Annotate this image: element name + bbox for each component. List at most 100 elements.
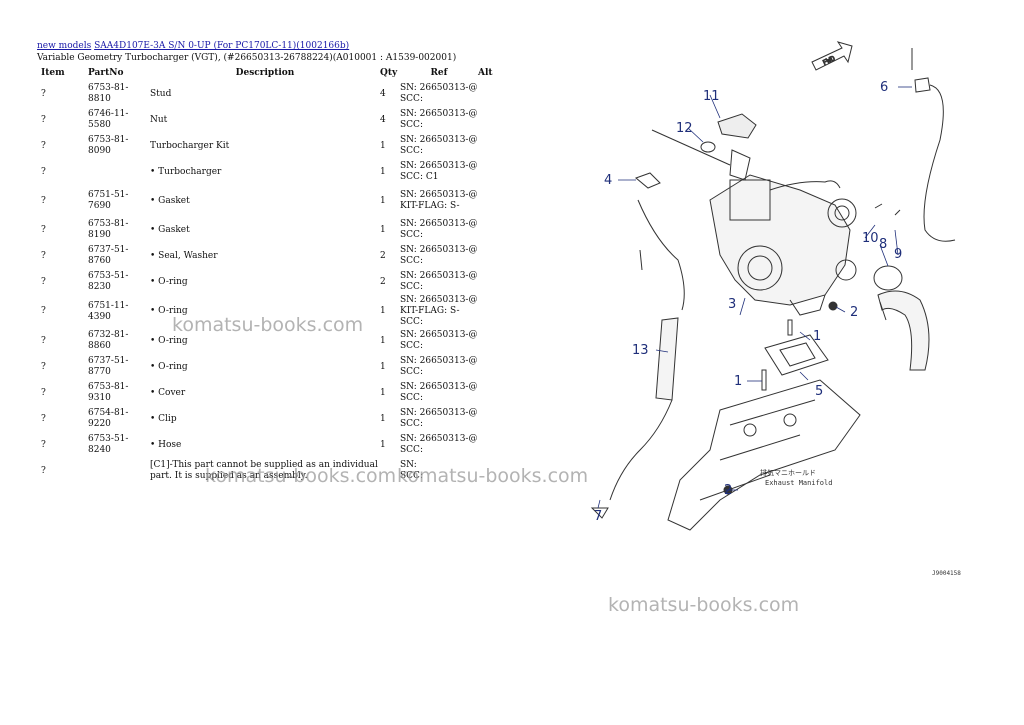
ref-line: SCC:: [400, 94, 423, 104]
description-cell: • Turbocharger: [150, 166, 222, 177]
fwd-arrow-icon: FWD: [811, 41, 853, 71]
item-cell: ?: [41, 250, 46, 261]
ref-line: SCC:: [400, 393, 423, 403]
description-cell: • Seal, Washer: [150, 250, 218, 261]
callout-4: 4: [604, 173, 612, 188]
table-header-row: Item PartNo Description Qty Ref Alt: [33, 65, 498, 81]
gasket-part: [764, 334, 829, 376]
qty-cell: 1: [380, 195, 386, 206]
qty-cell: 1: [380, 387, 386, 398]
alt-cell: [478, 380, 498, 406]
model-link[interactable]: SAA4D107E-3A S/N 0-UP (For PC170LC-11)(1…: [94, 41, 350, 51]
partno-cell: 6753-51-8230: [88, 271, 129, 292]
item-cell: ?: [41, 276, 46, 287]
qty-cell: 4: [380, 114, 386, 125]
callout-8: 8: [879, 237, 887, 252]
ref-line: SN: 26650313-@: [400, 330, 478, 340]
alt-cell: [478, 406, 498, 432]
alt-cell: [478, 107, 498, 133]
ref-line: SN: 26650313-@: [400, 219, 478, 229]
description-cell: • O-ring: [150, 276, 188, 287]
callout-3: 3: [728, 297, 736, 312]
partno-cell: 6751-51-7690: [88, 190, 129, 211]
ref-line: SN:: [400, 460, 417, 470]
description-cell: • Clip: [150, 413, 177, 424]
nut-part: [828, 301, 838, 311]
description-cell: • Gasket: [150, 224, 190, 235]
description-cell: [C1]-This part cannot be supplied as an …: [150, 460, 378, 481]
gasket-part: [635, 172, 661, 189]
ref-cell: SN: 26650313-@KIT-FLAG: S-SCC:: [400, 295, 478, 328]
item-cell: ?: [41, 335, 46, 346]
ref-line: SCC:: [400, 256, 423, 266]
ref-cell: SN: 26650313-@SCC:: [400, 269, 478, 295]
ref-line: SCC:: [400, 146, 423, 156]
figure-code: J9004158: [932, 570, 961, 577]
description-cell: • Gasket: [150, 195, 190, 206]
watermark: komatsu-books.com: [397, 465, 589, 487]
ref-line: KIT-FLAG: S-: [400, 201, 460, 211]
ref-cell: SN: 26650313-@SCC:: [400, 354, 478, 380]
callout-9: 9: [894, 247, 902, 262]
item-cell: ?: [41, 88, 46, 99]
alt-cell: [478, 354, 498, 380]
callout-6: 6: [880, 80, 888, 95]
partno-cell: 6737-51-8770: [88, 356, 129, 377]
callout-12: 12: [676, 121, 693, 136]
cover-part: [717, 113, 757, 139]
partno-cell: 6737-51-8760: [88, 245, 129, 266]
callout-5: 5: [815, 384, 823, 399]
item-cell: ?: [41, 224, 46, 235]
ref-cell: SN: 26650313-@SCC:: [400, 380, 478, 406]
ref-line: SN: 26650313-@: [400, 382, 478, 392]
ref-line: SCC:: [400, 317, 423, 327]
hose-part: [655, 317, 679, 401]
qty-cell: 2: [380, 276, 386, 287]
item-cell: ?: [41, 166, 46, 177]
ref-line: SN: 26650313-@: [400, 190, 478, 200]
description-cell: Nut: [150, 114, 168, 125]
callout-2a: 2: [850, 305, 858, 320]
ref-line: SCC:: [400, 367, 423, 377]
breadcrumb: new models SAA4D107E-3A S/N 0-UP (For PC…: [37, 40, 349, 52]
ref-line: SCC:: [400, 419, 423, 429]
ref-line: SN: 26650313-@: [400, 356, 478, 366]
item-cell: ?: [41, 439, 46, 450]
ref-line: SCC:: [400, 471, 423, 481]
callout-1b: 1: [734, 374, 742, 389]
description-cell: • Hose: [150, 439, 182, 450]
stud-part: [761, 369, 767, 391]
ref-line: SN: 26650313-@: [400, 135, 478, 145]
qty-cell: 4: [380, 88, 386, 99]
partno-cell: 6732-81-8860: [88, 330, 129, 351]
callout-1a: 1: [813, 329, 821, 344]
alt-cell: [478, 432, 498, 458]
qty-cell: 1: [380, 140, 386, 151]
new-models-link[interactable]: new models: [37, 41, 92, 51]
callout-10: 10: [862, 231, 879, 246]
exhaust-manifold-drawing: [667, 379, 861, 531]
alt-cell: [478, 159, 498, 185]
stud-part: [787, 319, 793, 336]
ref-line: SN: 26650313-@: [400, 408, 478, 418]
description-cell: • O-ring: [150, 335, 188, 346]
ref-cell: SN: 26650313-@SCC:: [400, 432, 478, 458]
partno-cell: 6753-51-8240: [88, 434, 129, 455]
ref-cell: SN: 26650313-@SCC:: [400, 328, 478, 354]
description-cell: Stud: [150, 88, 172, 99]
ref-line: SN: 26650313-@: [400, 295, 478, 305]
qty-cell: 1: [380, 413, 386, 424]
alt-cell: [478, 295, 498, 328]
ref-line: SCC: C1: [400, 172, 439, 182]
parts-table: Item PartNo Description Qty Ref Alt ?675…: [33, 65, 498, 484]
col-header-item: Item: [41, 68, 65, 78]
ref-line: KIT-FLAG: S-: [400, 306, 460, 316]
ref-line: SN: 26650313-@: [400, 271, 478, 281]
item-cell: ?: [41, 465, 46, 476]
